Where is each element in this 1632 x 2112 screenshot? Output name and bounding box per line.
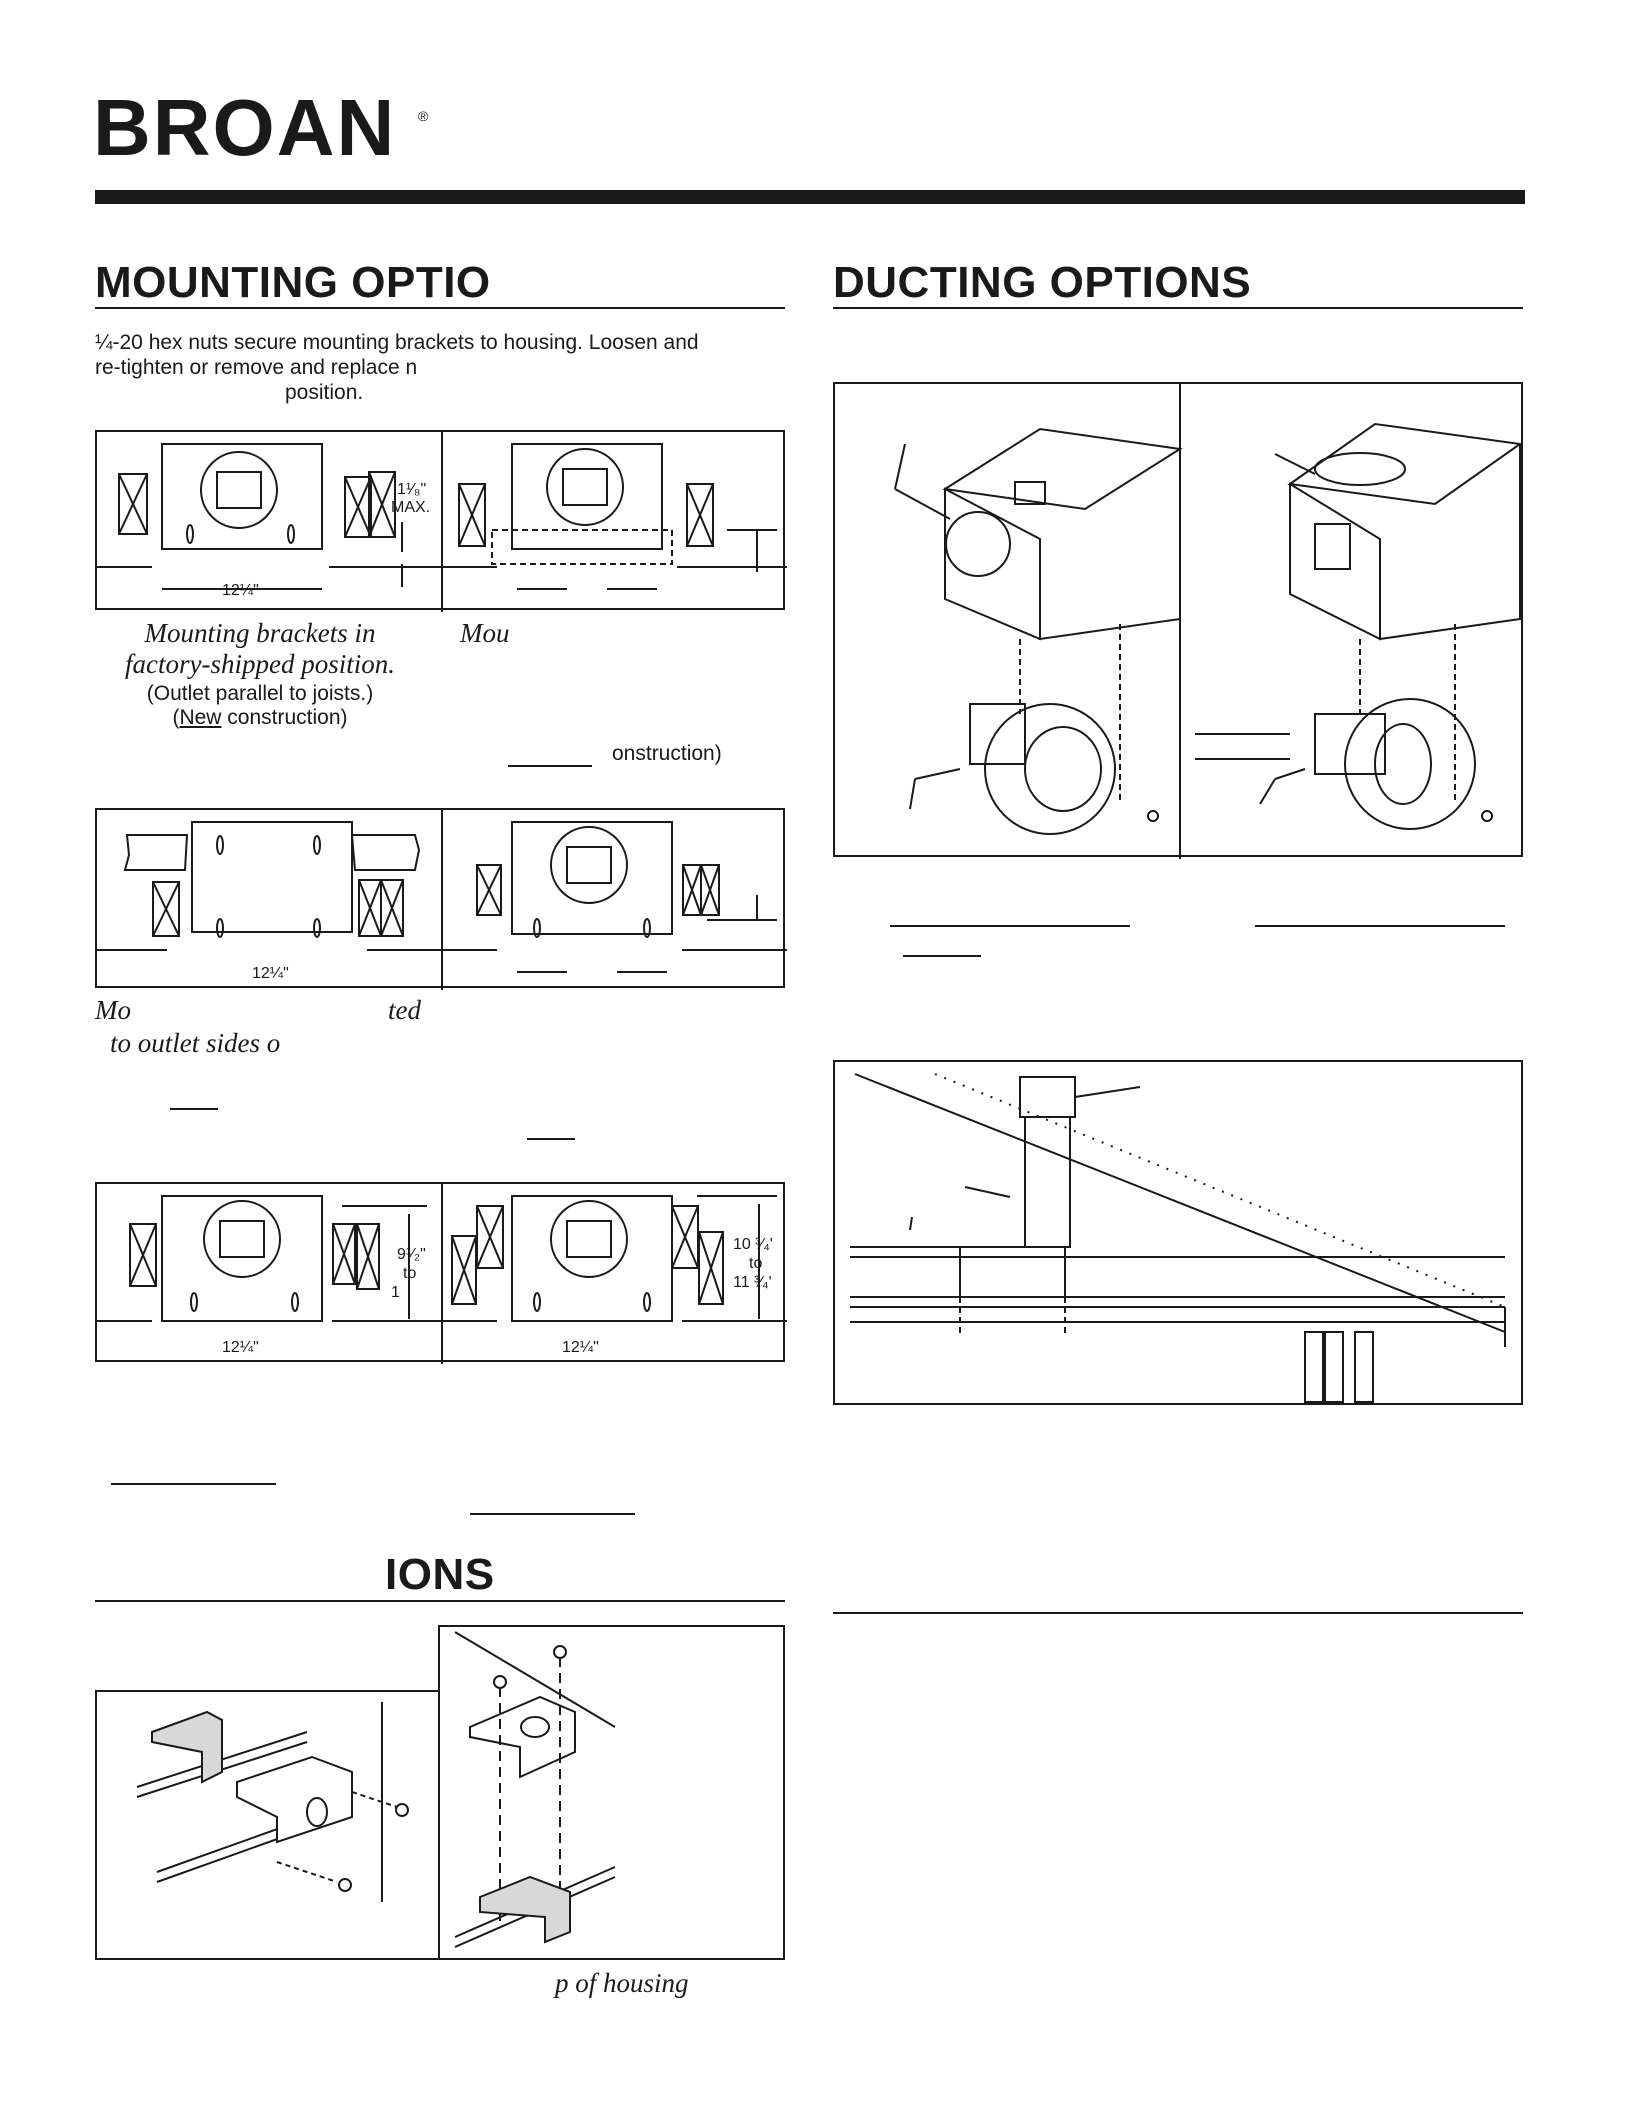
blank-line-3: [111, 1483, 276, 1485]
mounting-intro-line1: ¼-20 hex nuts secure mounting brackets t…: [95, 331, 699, 354]
mounting-caption3-line1-left: Mo: [95, 995, 131, 1025]
mounting-caption3-line2: to outlet sides o: [110, 1028, 281, 1058]
ducting-blank-3: [903, 955, 981, 957]
installation-figure-right: [438, 1625, 785, 1960]
header-bar: [95, 190, 1525, 204]
mounting-caption2: Mou: [460, 618, 510, 648]
blank-line-2: [527, 1138, 575, 1140]
registered-mark: ®: [418, 108, 431, 124]
dim-range-a-top: 9¹⁄₂": [397, 1246, 426, 1263]
mounting-heading: MOUNTING OPTIO: [95, 258, 491, 307]
caption1-line4-suffix: construction): [221, 706, 348, 729]
mounting-figure-row3: 9¹⁄₂" to 1 10 ³⁄₄' to 11 ³⁄₄' 12¼" 12¼": [95, 1182, 787, 1364]
installation-heading: IONS: [385, 1550, 495, 1599]
ducting-figure-top: [833, 382, 1523, 859]
ducting-blank-1: [890, 925, 1130, 927]
installation-caption: p of housing: [555, 1968, 689, 1998]
dim-range-a-bottom: 1: [391, 1284, 400, 1301]
dim-range-b-top: 10 ³⁄₄': [733, 1236, 773, 1253]
dim-max-label: MAX.: [391, 499, 430, 516]
caption1-line4-prefix: (: [172, 706, 180, 729]
dim-bracket-width-4: 12¼": [562, 1339, 599, 1356]
ducting-heading: DUCTING OPTIONS: [833, 258, 1252, 307]
mounting-caption1-line3: (Outlet parallel to joists.): [146, 682, 374, 705]
mounting-caption2-line2: onstruction): [612, 742, 722, 765]
ducting-heading-rule: [833, 307, 1523, 309]
ducting-blank-2: [1255, 925, 1505, 927]
mounting-caption1-notes: (Outlet parallel to joists.) (New constr…: [95, 682, 425, 730]
brand-name: BROAN: [93, 83, 397, 172]
installation-heading-rule: [95, 1600, 785, 1602]
dim-max-clearance: 1¹⁄₈": [397, 481, 426, 498]
ducting-bottom-rule: [833, 1612, 1523, 1614]
mounting-figure-row1: 1¹⁄₈" MAX. 12¼": [95, 430, 787, 612]
mounting-caption1-line2: factory-shipped position.: [125, 649, 395, 679]
mounting-caption1-line1: Mounting brackets in: [144, 618, 376, 648]
mounting-intro: ¼-20 hex nuts secure mounting brackets t…: [95, 330, 795, 405]
dim-range-b-to: to: [749, 1255, 762, 1272]
mounting-heading-rule: [95, 307, 785, 309]
mounting-caption1: Mounting brackets in factory-shipped pos…: [95, 618, 425, 680]
mounting-caption3-line1-right: ted: [388, 995, 421, 1025]
dim-bracket-width-3: 12¼": [222, 1339, 259, 1356]
dim-range-a-to: to: [403, 1265, 416, 1282]
mounting-intro-line2: re-tighten or remove and replace n: [95, 356, 418, 379]
blank-line-1: [170, 1108, 218, 1110]
dim-range-b-bottom: 11 ³⁄₄': [733, 1274, 772, 1291]
dim-bracket-width-2: 12¼": [252, 965, 289, 982]
mounting-figure-row2: 12¼": [95, 808, 787, 990]
brand-logo: BROAN ®: [93, 88, 428, 168]
caption2-blank: [508, 765, 592, 767]
installation-figure-left: [95, 1690, 440, 1960]
mounting-caption1-line4: (New construction): [95, 706, 425, 730]
ducting-figure-roof: [833, 1060, 1523, 1405]
mounting-intro-line3: position.: [285, 381, 364, 404]
dim-bracket-width-1: 12¼": [222, 582, 259, 599]
caption1-line4-underlined: New: [179, 706, 222, 729]
blank-line-4: [470, 1513, 635, 1515]
